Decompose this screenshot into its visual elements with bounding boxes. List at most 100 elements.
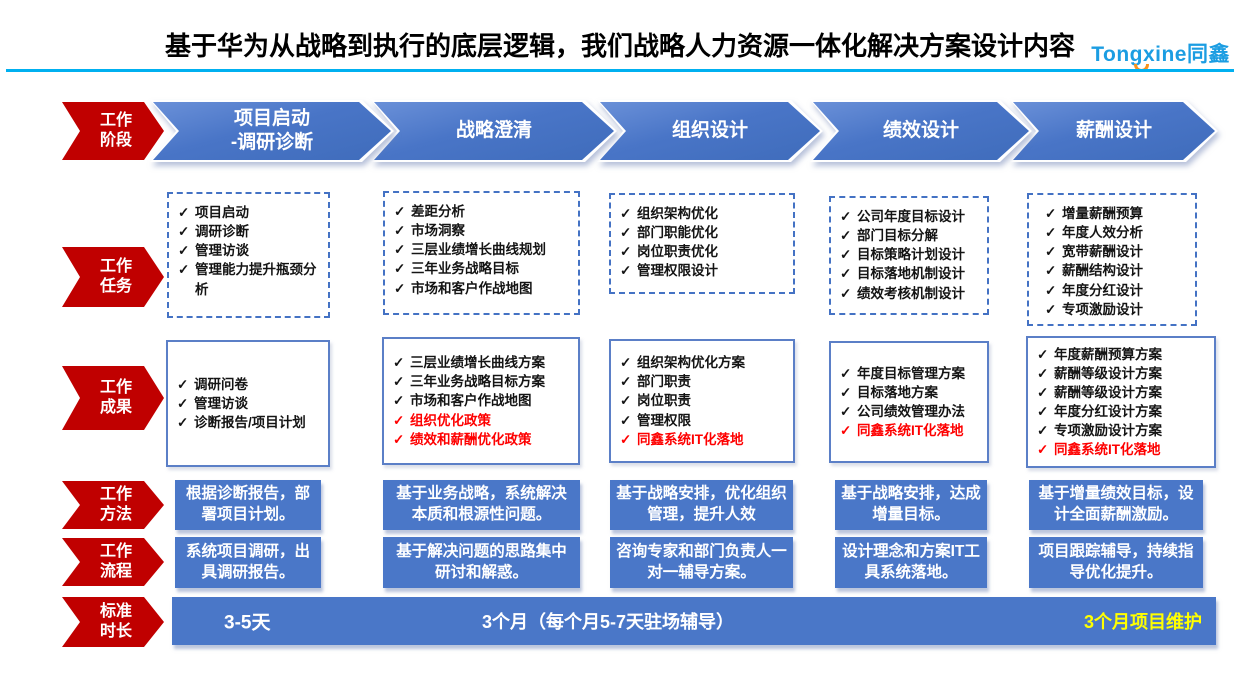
task-item-text: 管理权限设计 (637, 263, 718, 279)
process-box-col1: 系统项目调研，出具调研报告。 (175, 537, 321, 588)
result-item-text: 专项激励设计方案 (1054, 423, 1162, 439)
task-item: ✓ 管理访谈 (178, 241, 322, 260)
task-item: ✓部门目标分解 (840, 226, 981, 245)
result-item: ✓目标落地方案 (840, 383, 981, 402)
title-divider (6, 69, 1234, 72)
check-icon: ✓ (1045, 225, 1057, 241)
check-icon: ✓ (620, 263, 632, 279)
result-item-text: 组织优化政策 (410, 412, 491, 428)
rail-label-line: 任务 (99, 278, 132, 295)
check-icon: ✓ (620, 225, 632, 241)
result-item: ✓ 诊断报告/项目计划 (177, 413, 322, 432)
task-item: ✓目标策略计划设计 (840, 245, 981, 264)
task-item: ✓ 组织架构优化 (620, 204, 787, 223)
brand-logo: Tongxine同鑫 (1091, 38, 1230, 72)
stage-arrow-fill: 绩效设计 (813, 102, 1029, 160)
check-icon: ✓ (1037, 423, 1049, 439)
check-icon: ✓ (1045, 206, 1057, 221)
result-item-text: 同鑫系统IT化落地 (1054, 442, 1161, 458)
result-item: ✓管理访谈 (177, 394, 322, 413)
check-icon: ✓ (620, 393, 632, 409)
stage-arrow-fill: 薪酬设计 (1013, 102, 1215, 160)
check-icon: ✓ (620, 412, 632, 428)
check-icon: ✓ (840, 365, 852, 381)
check-icon: ✓ (393, 412, 405, 428)
check-icon: ✓ (620, 374, 632, 390)
rail-label-line: 阶段 (99, 132, 132, 149)
task-item: ✓ 增量薪酬预算 (1045, 204, 1189, 223)
check-icon: ✓ (178, 243, 190, 259)
task-item-text: 增量薪酬预算 (1062, 206, 1143, 221)
check-icon: ✓ (393, 393, 405, 409)
stage-arrow-compensation-design: 薪酬设计 (1010, 100, 1218, 162)
task-item-text: 市场和客户作战地图 (411, 280, 533, 296)
result-item-highlight: ✓同鑫系统IT化落地 (1037, 440, 1208, 459)
result-item-highlight: ✓绩效和薪酬优化政策 (393, 430, 572, 449)
result-item-text: 三年业务战略目标方案 (410, 374, 545, 390)
check-icon: ✓ (394, 242, 406, 258)
task-item-text: 目标策略计划设计 (857, 247, 965, 263)
result-box-col2: ✓三层业绩增长曲线方案 ✓ 三年业务战略目标方案 ✓市场和客户作战地图 ✓ 组织优化… (382, 337, 580, 465)
result-item-text: 诊断报告/项目计划 (194, 415, 306, 431)
process-box-col5: 项目跟踪辅导，持续指导优化提升。 (1029, 537, 1203, 588)
duration-phase1: 3-5天 (224, 612, 271, 634)
result-item: ✓年度分红设计方案 (1037, 402, 1208, 421)
page-title: 基于华为从战略到执行的底层逻辑，我们战略人力资源一体化解决方案设计内容 (164, 31, 1075, 61)
stage-arrow-fill: 战略澄清 (374, 102, 614, 160)
result-item-text: 年度薪酬预算方案 (1054, 346, 1162, 362)
result-item: ✓公司绩效管理办法 (840, 402, 981, 421)
result-item: ✓ 管理权限 (620, 411, 787, 430)
result-item: ✓三层业绩增长曲线方案 (393, 353, 572, 372)
rail-arrow-standard-duration: 标准 时长 (62, 597, 164, 647)
task-item: ✓管理能力提升瓶颈分析 (178, 260, 322, 298)
result-item-text: 绩效和薪酬优化政策 (410, 431, 532, 447)
result-item-text: 薪酬等级设计方案 (1054, 384, 1162, 400)
check-icon: ✓ (840, 285, 852, 301)
method-box-col2: 基于业务战略，系统解决本质和根源性问题。 (383, 480, 580, 530)
method-box-col5: 基于增量绩效目标，设计全面薪酬激励。 (1029, 480, 1203, 530)
result-item-text: 管理权限 (637, 412, 691, 428)
stage-label-line: 绩效设计 (882, 120, 959, 142)
check-icon: ✓ (394, 223, 406, 239)
task-item-text: 市场洞察 (411, 223, 465, 239)
stage-label-line: 战略澄清 (455, 120, 532, 142)
result-item-text: 组织架构优化方案 (637, 355, 745, 371)
duration-phase3: 3个月项目维护 (1083, 612, 1202, 632)
check-icon: ✓ (1045, 301, 1057, 317)
check-icon: ✓ (1037, 365, 1049, 381)
check-icon: ✓ (840, 228, 852, 244)
check-icon: ✓ (620, 206, 632, 221)
task-item: ✓年度分红设计 (1045, 281, 1189, 300)
task-item-text: 差距分析 (411, 204, 465, 219)
result-item: ✓ 薪酬等级设计方案 (1037, 364, 1208, 383)
task-item-text: 公司年度目标设计 (857, 209, 965, 224)
result-item-text: 薪酬等级设计方案 (1054, 365, 1162, 381)
check-icon: ✓ (178, 262, 190, 278)
result-item: ✓调研问卷 (177, 375, 322, 394)
result-item-text: 同鑫系统IT化落地 (637, 431, 744, 447)
rail-arrow-work-tasks: 工作 任务 (62, 247, 164, 307)
result-item-text: 年度目标管理方案 (857, 365, 965, 381)
task-item: ✓项目启动 (178, 203, 322, 222)
task-item: ✓差距分析 (394, 202, 572, 221)
result-item-text: 三层业绩增长曲线方案 (410, 355, 545, 371)
rail-arrow-work-phase: 工作 阶段 (62, 102, 164, 160)
check-icon: ✓ (1045, 282, 1057, 298)
task-item: ✓ 市场洞察 (394, 221, 572, 240)
task-item: ✓调研诊断 (178, 222, 322, 241)
result-item-text: 管理访谈 (194, 395, 248, 411)
process-box-col4: 设计理念和方案IT工具系统落地。 (835, 537, 987, 588)
task-item: ✓三层业绩增长曲线规划 (394, 240, 572, 259)
method-box-col4: 基于战略安排，达成增量目标。 (835, 480, 987, 530)
task-item-text: 部门职能优化 (637, 225, 718, 241)
check-icon: ✓ (620, 355, 632, 371)
result-item: ✓市场和客户作战地图 (393, 391, 572, 410)
check-icon: ✓ (177, 415, 189, 431)
task-item-text: 组织架构优化 (637, 206, 718, 221)
stage-arrow-fill: 项目启动 -调研诊断 (153, 102, 391, 160)
task-item-text: 管理访谈 (195, 243, 249, 259)
rail-label-line: 工作 (99, 543, 132, 560)
check-icon: ✓ (620, 244, 632, 260)
result-item-highlight: ✓同鑫系统IT化落地 (840, 421, 981, 440)
